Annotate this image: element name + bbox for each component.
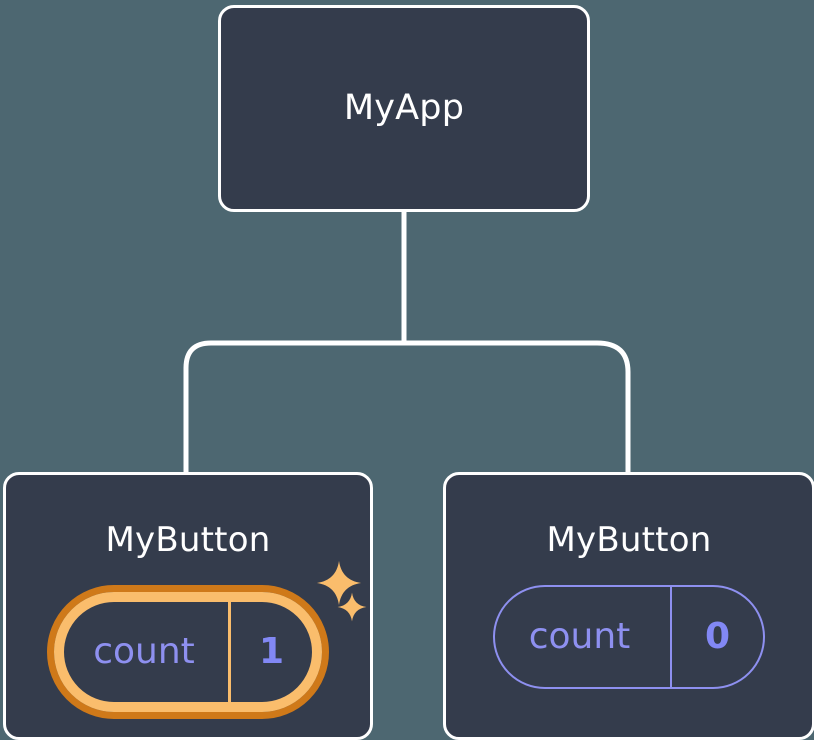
node-myapp[interactable]: MyApp — [218, 5, 590, 212]
edge-branch-bar — [183, 340, 631, 472]
state-pill-right-wrapper: count 0 — [493, 585, 765, 689]
state-pill-left-label: count — [64, 602, 231, 702]
state-pill-left-value: 1 — [258, 631, 285, 672]
state-pill-right[interactable]: count 0 — [493, 585, 765, 689]
node-mybutton-right[interactable]: MyButton count 0 — [443, 472, 814, 740]
state-pill-left[interactable]: count 1 — [54, 592, 322, 712]
node-myapp-title: MyApp — [343, 88, 465, 128]
state-pill-left-wrapper: count 1 — [47, 585, 329, 719]
node-mybutton-left-title: MyButton — [105, 520, 271, 560]
node-mybutton-right-title: MyButton — [546, 520, 712, 560]
state-pill-right-value: 0 — [704, 616, 731, 657]
state-pill-right-label: count — [495, 587, 672, 687]
state-pill-left-highlight-ring[interactable]: count 1 — [47, 585, 329, 719]
node-mybutton-left[interactable]: MyButton count 1 — [3, 472, 373, 740]
